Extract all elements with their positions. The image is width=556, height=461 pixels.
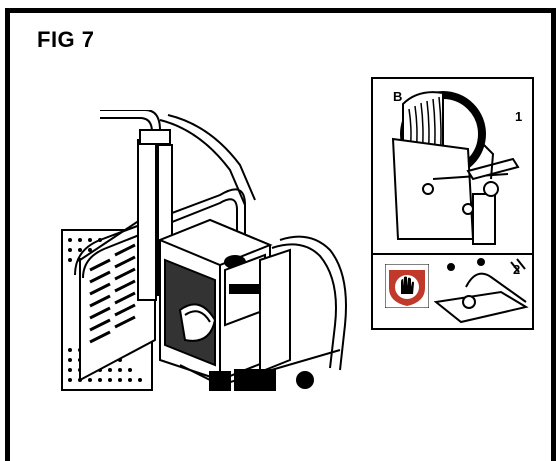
gloves-warning-icon bbox=[385, 264, 429, 308]
machine-illustration bbox=[61, 110, 347, 391]
callout-1: 1 bbox=[515, 109, 523, 124]
figure-frame bbox=[5, 8, 556, 461]
lever-drawing bbox=[433, 258, 529, 324]
engine bbox=[157, 218, 291, 382]
figure-title: FIG 7 bbox=[37, 27, 95, 52]
winch-detail-inset: B 1 2 bbox=[371, 77, 534, 330]
callout-b: B bbox=[393, 89, 403, 104]
winch-drawing bbox=[391, 91, 520, 245]
callout-2: 2 bbox=[513, 262, 521, 277]
inset-divider bbox=[373, 253, 532, 255]
base bbox=[179, 349, 341, 391]
